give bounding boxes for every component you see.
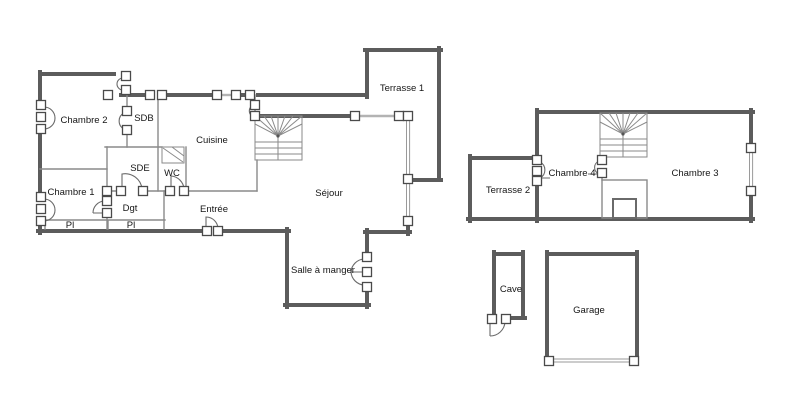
room-label-chambre-3: Chambre 3 bbox=[672, 168, 719, 179]
garage-walls bbox=[545, 250, 639, 364]
room-label-sejour: Séjour bbox=[315, 188, 342, 199]
staircase-upper-icon bbox=[599, 112, 648, 158]
room-label-terrasse-2: Terrasse 2 bbox=[486, 185, 530, 196]
room-label-sde: SDE bbox=[130, 163, 150, 174]
cave-door-jamb bbox=[500, 313, 512, 325]
shower-hatch-icon bbox=[161, 146, 185, 164]
room-label-entree: Entrée bbox=[200, 204, 228, 215]
room-label-dgt: Dgt bbox=[123, 203, 138, 214]
room-label-chambre-2: Chambre 2 bbox=[61, 115, 108, 126]
exterior-walls-upper bbox=[466, 108, 755, 223]
interior-walls bbox=[39, 94, 258, 230]
upper-floor-plan: Terrasse 2 Chambre 4 Chambre 3 bbox=[466, 108, 757, 223]
room-label-sdb: SDB bbox=[134, 113, 154, 124]
room-label-placard-2: Pl bbox=[127, 220, 135, 231]
windows bbox=[222, 93, 411, 217]
room-label-wc: WC bbox=[164, 168, 180, 179]
garage-door-jamb bbox=[628, 355, 640, 367]
opening-markers bbox=[35, 70, 414, 293]
room-label-terrasse-1: Terrasse 1 bbox=[380, 83, 424, 94]
room-label-salle-a-manger: Salle à manger bbox=[291, 265, 355, 276]
room-label-placard-1: Pl bbox=[66, 220, 74, 231]
room-label-chambre-4: Chambre 4 bbox=[549, 168, 596, 179]
room-label-cuisine: Cuisine bbox=[196, 135, 228, 146]
room-label-chambre-1: Chambre 1 bbox=[48, 187, 95, 198]
exterior-walls bbox=[36, 46, 443, 309]
interior-walls-upper bbox=[601, 156, 648, 219]
garage-door-jamb bbox=[543, 355, 555, 367]
door-swings bbox=[43, 77, 365, 286]
cave-door-jamb bbox=[486, 313, 498, 325]
room-label-garage: Garage bbox=[573, 305, 605, 316]
cave-walls bbox=[492, 250, 527, 320]
windows-upper bbox=[749, 152, 754, 187]
ground-floor-plan: Chambre 2 Chambre 1 SDB SDE WC Cuisine D… bbox=[35, 46, 443, 309]
annex-plan: Cave Garage bbox=[486, 250, 640, 367]
staircase-icon bbox=[254, 115, 303, 161]
room-label-cave: Cave bbox=[500, 284, 522, 295]
opening-markers-upper bbox=[531, 142, 757, 197]
